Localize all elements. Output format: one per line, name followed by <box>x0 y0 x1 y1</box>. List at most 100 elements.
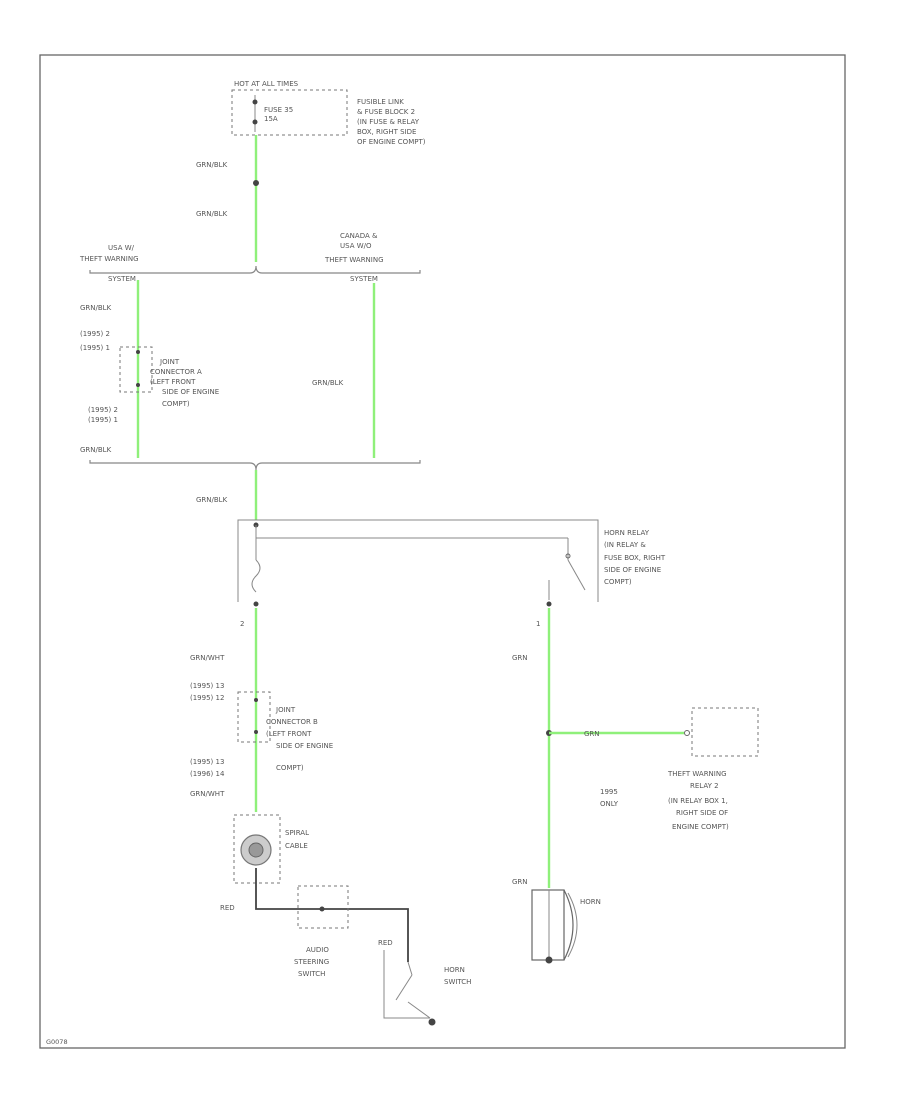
spiral-cable-label-2: CABLE <box>285 842 308 850</box>
jca-terminal-bottom <box>136 383 140 387</box>
hot-at-all-times-label: HOT AT ALL TIMES <box>234 80 299 88</box>
jca-bottom-pin-2: (1995) 1 <box>88 416 118 424</box>
jca-label-1: JOINT <box>159 358 180 366</box>
horn-relay-label-4: SIDE OF ENGINE <box>604 566 661 574</box>
joint-connector-b-box <box>237 691 271 743</box>
usa-only-label-2: ONLY <box>600 800 619 808</box>
jcb-top-pin-2: (1995) 12 <box>190 694 224 702</box>
relay-pin-2-dot <box>253 601 259 607</box>
relay-pin-2-label: 2 <box>240 620 244 628</box>
audio-switch-label-2: STEERING <box>294 958 329 966</box>
jca-top-pin-1: (1995) 2 <box>80 330 110 338</box>
spiral-cable-box <box>233 814 281 884</box>
theft-relay-label-3: (IN RELAY BOX 1, <box>668 797 728 805</box>
canada-label-2: USA W/O <box>340 242 372 250</box>
theft-relay-box <box>691 707 759 757</box>
audio-switch-label-1: AUDIO <box>306 946 329 954</box>
theft-relay-terminal <box>684 730 690 736</box>
wire-label-grn-blk-right: GRN/BLK <box>312 379 344 387</box>
wire-label-red-2: RED <box>378 939 393 947</box>
diagram-frame <box>39 54 846 1049</box>
canada-label-4: SYSTEM <box>350 275 378 283</box>
horn-ground <box>545 956 553 964</box>
horn-relay-label-2: (IN RELAY & <box>604 541 646 549</box>
fuse-terminal-top <box>252 99 258 105</box>
canada-label-1: CANADA & <box>340 232 378 240</box>
jcb-label-4: SIDE OF ENGINE <box>276 742 333 750</box>
jcb-label-2: CONNECTOR B <box>266 718 318 726</box>
wire-label-red-1: RED <box>220 904 235 912</box>
relay-contact-pivot <box>565 553 571 559</box>
horn-switch-box <box>383 950 430 1019</box>
jcb-label-3: (LEFT FRONT <box>266 730 312 738</box>
wire-label-grn-blk-2: GRN/BLK <box>196 210 228 218</box>
fusible-link-label-5: OF ENGINE COMPT) <box>357 138 426 146</box>
figure-id: G0078 <box>46 1038 68 1046</box>
jca-terminal-top <box>136 350 140 354</box>
jca-label-4: SIDE OF ENGINE <box>162 388 219 396</box>
wire-label-grn-blk-left-bottom: GRN/BLK <box>80 446 112 454</box>
horn-relay-label-3: FUSE BOX, RIGHT <box>604 554 666 562</box>
usa-only-label-1: 1995 <box>600 788 618 796</box>
jcb-label-1: JOINT <box>275 706 296 714</box>
wire-label-grn-blk-left-top: GRN/BLK <box>80 304 112 312</box>
canada-label-3: THEFT WARNING <box>324 256 384 264</box>
relay-coil <box>251 559 261 593</box>
jcb-bottom-pin-1: (1995) 13 <box>190 758 224 766</box>
wire-red-to-horn-switch <box>255 868 409 962</box>
option-bus-top <box>89 265 421 274</box>
theft-relay-label-1: THEFT WARNING <box>667 770 727 778</box>
fuse-box <box>231 89 348 136</box>
jcb-label-5: COMPT) <box>276 764 304 772</box>
jca-label-2: CONNECTOR A <box>150 368 202 376</box>
wire-label-grn-horn: GRN <box>512 878 528 886</box>
horn-relay-label-1: HORN RELAY <box>604 529 650 537</box>
fuse-label-2: 15A <box>264 115 278 123</box>
wire-label-grn-wht-1: GRN/WHT <box>190 654 225 662</box>
usa-theft-label-1: USA W/ <box>108 244 135 252</box>
wire-label-grn-wht-2: GRN/WHT <box>190 790 225 798</box>
jcb-terminal-bottom <box>254 730 258 734</box>
jcb-terminal-top <box>254 698 258 702</box>
wire-label-grn-blk-1: GRN/BLK <box>196 161 228 169</box>
fusible-link-label-1: FUSIBLE LINK <box>357 98 404 106</box>
horn-switch-label-2: SWITCH <box>444 978 471 986</box>
audio-switch-box <box>297 885 349 929</box>
relay-contact-arm <box>567 559 586 591</box>
jca-top-pin-2: (1995) 1 <box>80 344 110 352</box>
theft-relay-label-2: RELAY 2 <box>690 782 719 790</box>
spiral-cable-core <box>248 842 264 858</box>
usa-theft-label-3: SYSTEM <box>108 275 136 283</box>
inline-connector-dot <box>253 180 259 186</box>
spiral-cable-label-1: SPIRAL <box>285 829 309 837</box>
horn-switch-ground <box>428 1018 436 1026</box>
horn-switch-bottom-lead <box>407 1001 431 1019</box>
audio-switch-contact <box>319 906 325 912</box>
horn-relay-box <box>237 519 599 602</box>
fuse-terminal-bottom <box>252 119 258 125</box>
fusible-link-label-3: (IN FUSE & RELAY <box>357 118 420 126</box>
fusible-link-label-2: & FUSE BLOCK 2 <box>357 108 415 116</box>
audio-switch-label-3: SWITCH <box>298 970 325 978</box>
usa-theft-label-2: THEFT WARNING <box>79 255 139 263</box>
jcb-top-pin-1: (1995) 13 <box>190 682 224 690</box>
theft-relay-label-5: ENGINE COMPT) <box>672 823 729 831</box>
horn-label: HORN <box>580 898 601 906</box>
theft-relay-label-4: RIGHT SIDE OF <box>676 809 728 817</box>
fuse-label-1: FUSE 35 <box>264 106 293 114</box>
jca-label-5: COMPT) <box>162 400 190 408</box>
horn-switch-label-1: HORN <box>444 966 465 974</box>
horn-bell-inner <box>567 892 578 958</box>
horn-switch-blade <box>395 974 413 1001</box>
wire-label-grn-branch: GRN <box>584 730 600 738</box>
wire-label-grn-blk-center: GRN/BLK <box>196 496 228 504</box>
horn-relay-label-5: COMPT) <box>604 578 632 586</box>
horn-switch-top-lead <box>407 961 413 976</box>
jca-label-3: (LEFT FRONT <box>150 378 196 386</box>
jca-bottom-pin-1: (1995) 2 <box>88 406 118 414</box>
horn-body <box>531 889 565 961</box>
option-bus-bottom <box>89 460 421 471</box>
jcb-bottom-pin-2: (1996) 14 <box>190 770 225 778</box>
